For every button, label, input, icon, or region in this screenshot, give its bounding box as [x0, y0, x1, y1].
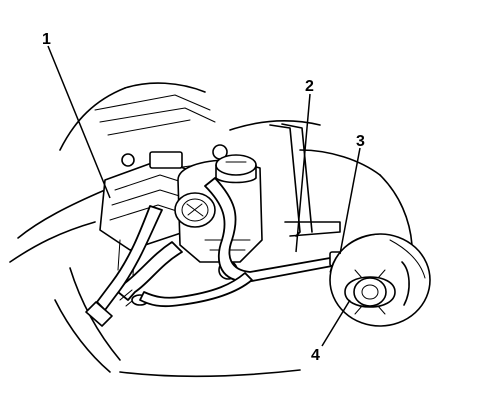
callout-1: 1 [42, 31, 51, 48]
leader-lines [47, 45, 361, 347]
callout-2: 2 [305, 78, 314, 95]
engine-bay-outline [9, 82, 413, 378]
steering-gear-housing [329, 233, 431, 327]
callout-3: 3 [356, 133, 365, 150]
leader-1 [47, 45, 111, 199]
leader-4 [321, 299, 351, 347]
intake-manifold [99, 144, 228, 276]
leader-2 [295, 93, 311, 253]
callout-4: 4 [311, 347, 320, 364]
power-steering-reservoir [174, 154, 263, 280]
leader-3 [339, 147, 361, 255]
